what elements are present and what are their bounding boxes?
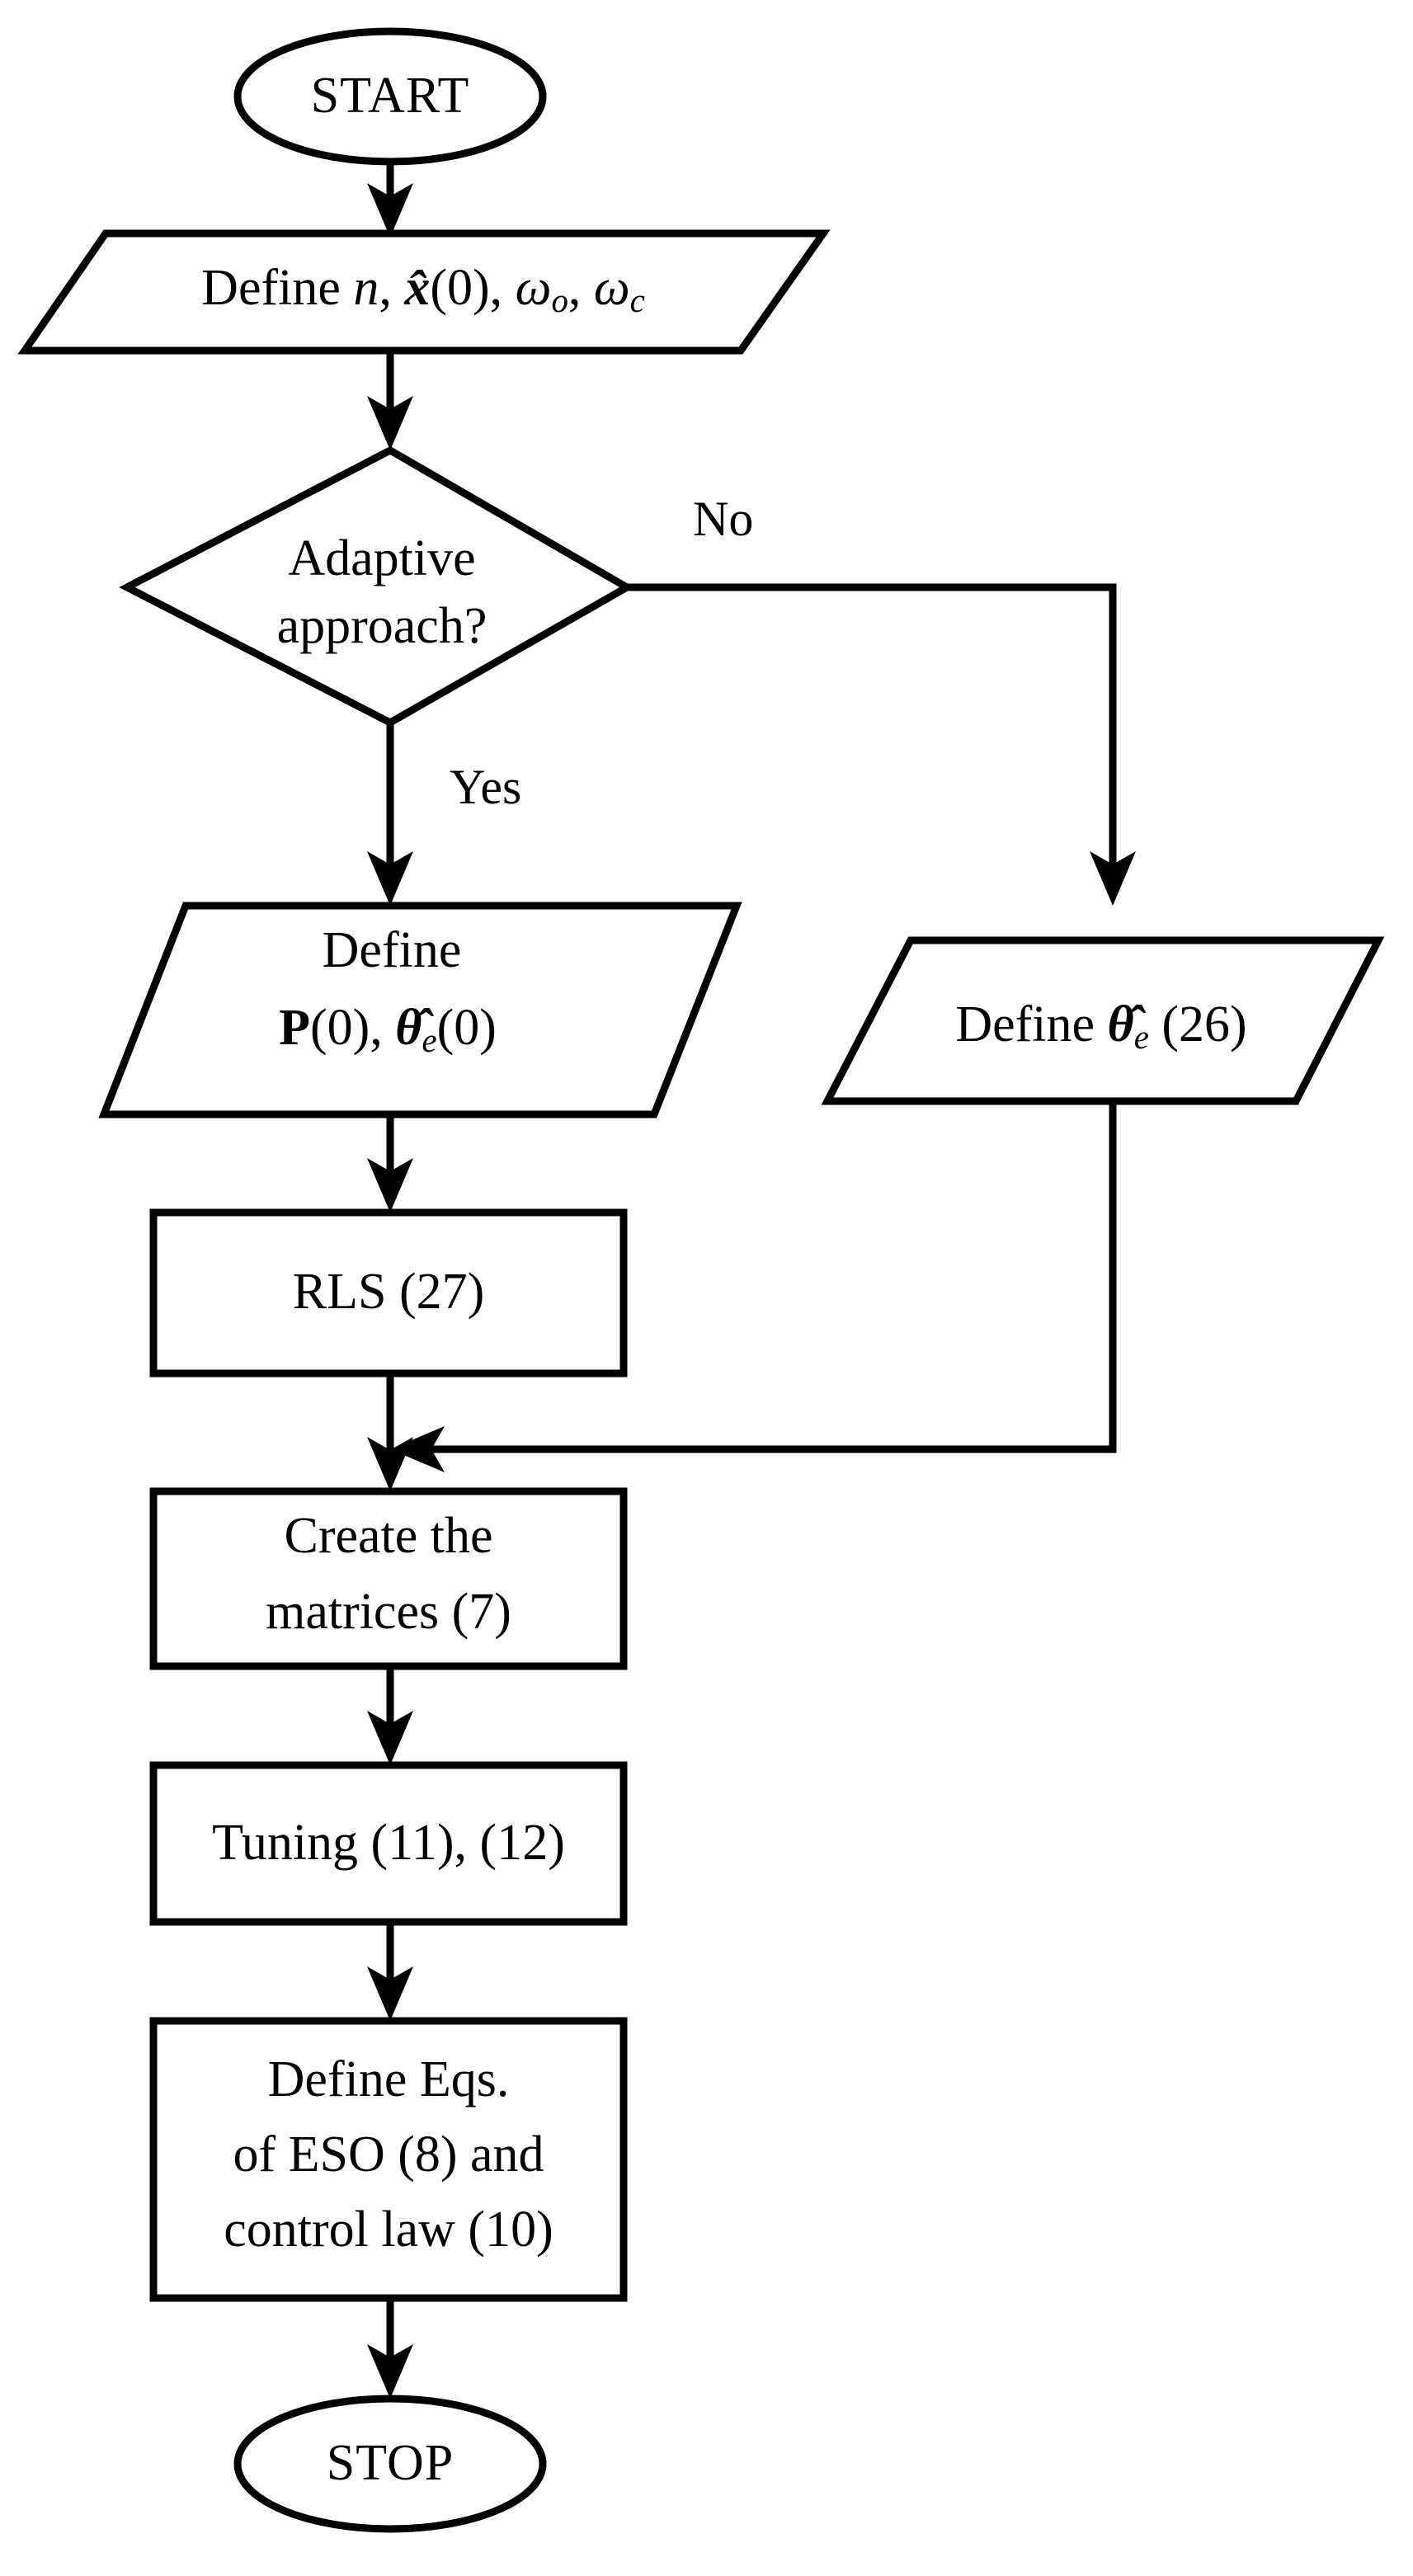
define-params-var-n: n (353, 260, 379, 316)
node-define-params-label: Define n, x̂(0), ωo, ωc (201, 260, 645, 319)
define-theta-26-eqref: (26) (1149, 996, 1247, 1053)
node-define-p-theta[interactable]: Define P(0), θ̂e(0) (98, 902, 742, 1118)
node-define-eqs-line1: Define Eqs. (268, 2051, 510, 2107)
edge-start-to-define-params (367, 162, 413, 238)
define-params-sub-c: c (630, 282, 645, 319)
node-tuning[interactable]: Tuning (11), (12) (149, 1761, 628, 1926)
node-define-eqs[interactable]: Define Eqs. of ESO (8) and control law (… (149, 2017, 628, 2302)
define-p-theta-P: P (279, 1000, 310, 1056)
node-create-matrices-line2: matrices (7) (266, 1584, 511, 1640)
node-create-matrices[interactable]: Create the matrices (7) (149, 1487, 628, 1670)
node-rls-label: RLS (27) (293, 1264, 485, 1320)
edge-rls-to-create-matrices (367, 1373, 413, 1491)
define-p-theta-comma: , (370, 1000, 395, 1056)
node-define-theta-26-label: Define θ̂e (26) (955, 996, 1246, 1056)
edge-define-params-to-decision (367, 351, 413, 450)
edge-decision-no-to-define-theta-26 (627, 583, 1136, 906)
define-p-theta-sub: e (422, 1022, 436, 1059)
define-params-comma-3: , (568, 260, 594, 316)
node-decision-adaptive-approach[interactable]: Adaptive approach? (119, 445, 635, 728)
node-start[interactable]: START (233, 27, 547, 166)
define-params-omega-o: ω (516, 260, 552, 316)
define-params-omega-c: ω (594, 260, 630, 316)
edge-create-matrices-to-tuning (367, 1666, 413, 1765)
define-params-sub-o: o (551, 282, 568, 319)
define-params-comma-1: , (379, 260, 404, 316)
node-define-p-theta-line1: Define (323, 922, 462, 978)
node-decision-label-line1: Adaptive (288, 530, 475, 586)
edge-label-no: No (693, 492, 753, 546)
node-stop[interactable]: STOP (233, 2395, 547, 2533)
node-decision-label-line2: approach? (277, 598, 487, 654)
edge-define-theta-26-to-trunk (390, 1101, 1117, 1472)
node-stop-label: STOP (327, 2435, 455, 2491)
define-params-comma-2: , (490, 260, 516, 316)
node-define-eqs-line3: control law (10) (224, 2202, 553, 2258)
define-params-prefix: Define (201, 260, 353, 316)
define-p-theta-arg1: (0) (310, 1000, 370, 1056)
node-define-params[interactable]: Define n, x̂(0), ωo, ωc (17, 229, 831, 355)
define-params-arg-zero: (0) (430, 260, 489, 316)
node-start-label: START (311, 68, 470, 124)
define-params-var-xhat: x̂ (403, 260, 430, 316)
node-define-theta-26[interactable]: Define θ̂e (26) (821, 936, 1385, 1105)
edge-label-yes: Yes (450, 760, 521, 814)
node-define-p-theta-line2: P(0), θ̂e(0) (279, 1000, 497, 1059)
define-theta-26-sub: e (1134, 1019, 1149, 1056)
node-tuning-label: Tuning (11), (12) (212, 1815, 565, 1871)
node-rls[interactable]: RLS (27) (149, 1208, 628, 1377)
edge-define-p-theta-to-rls (367, 1114, 413, 1213)
edge-define-eqs-to-stop (367, 2298, 413, 2399)
node-define-eqs-line2: of ESO (8) and (233, 2126, 544, 2183)
edge-decision-yes-to-define-p-theta (367, 723, 413, 906)
define-p-theta-arg2: (0) (437, 1000, 497, 1056)
node-create-matrices-line1: Create the (284, 1508, 492, 1564)
define-theta-26-prefix: Define (955, 996, 1107, 1053)
edge-tuning-to-define-eqs (367, 1922, 413, 2021)
